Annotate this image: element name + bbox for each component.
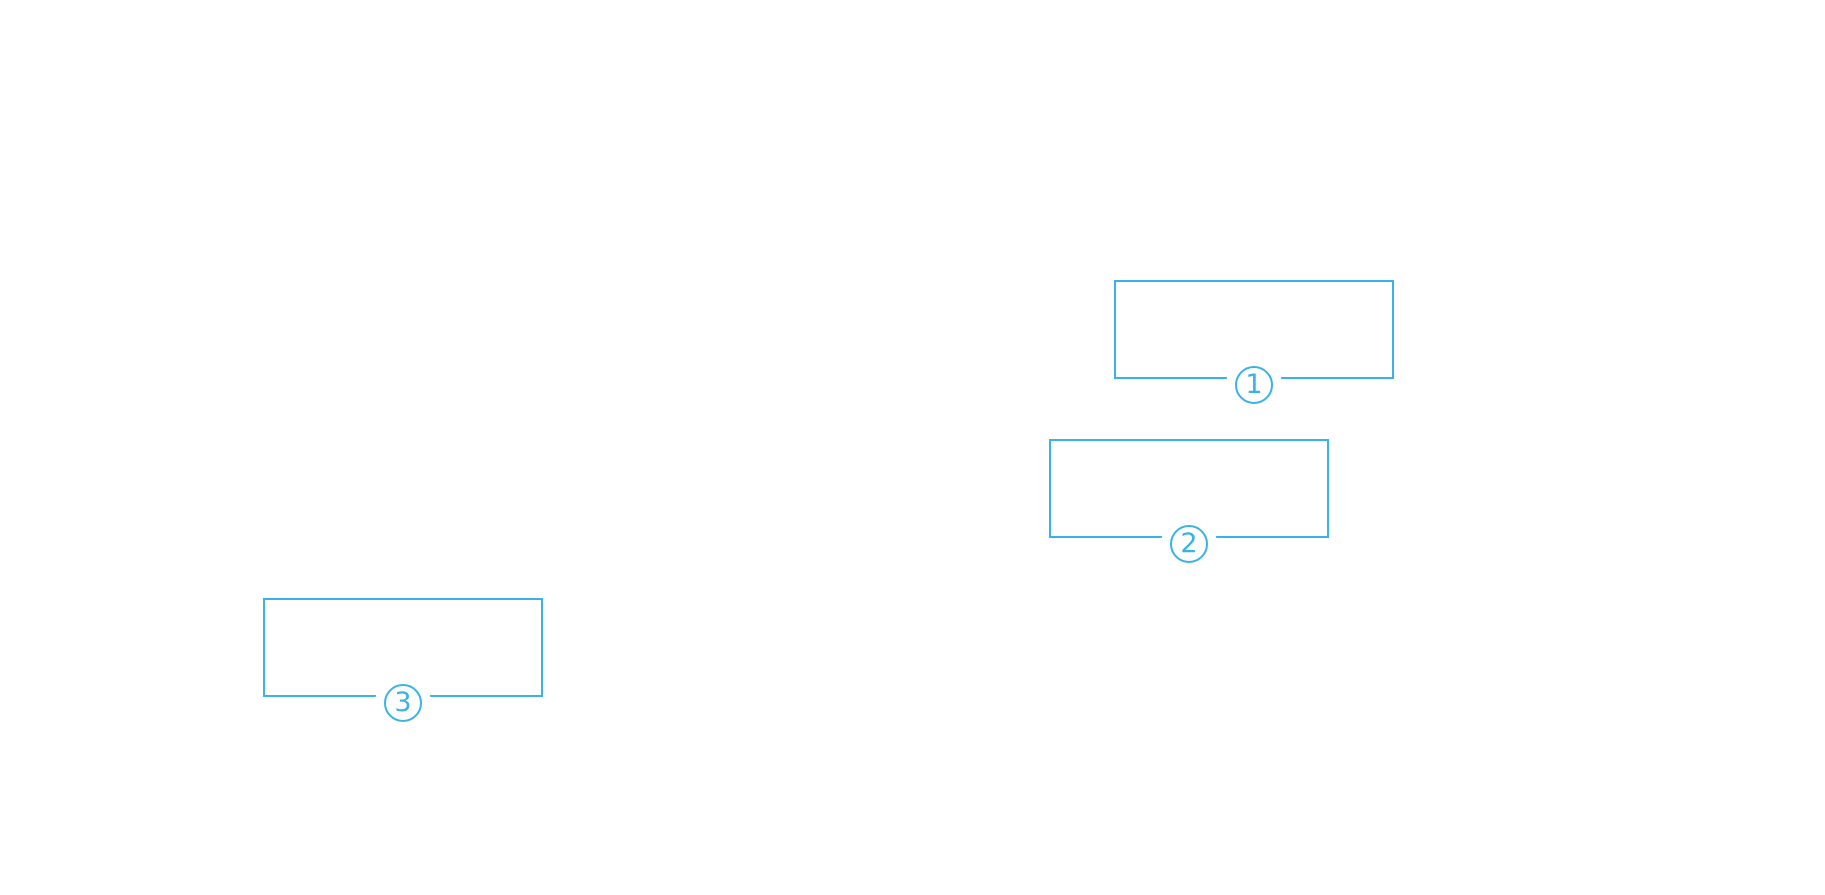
callout-box-3: 3 (263, 598, 543, 722)
callout-box-1: 1 (1114, 280, 1394, 404)
callout-number-badge-3: 3 (384, 684, 422, 722)
callout-number-badge-2: 2 (1170, 525, 1208, 563)
callout-number-badge-1: 1 (1235, 366, 1273, 404)
callout-box-2: 2 (1049, 439, 1329, 563)
